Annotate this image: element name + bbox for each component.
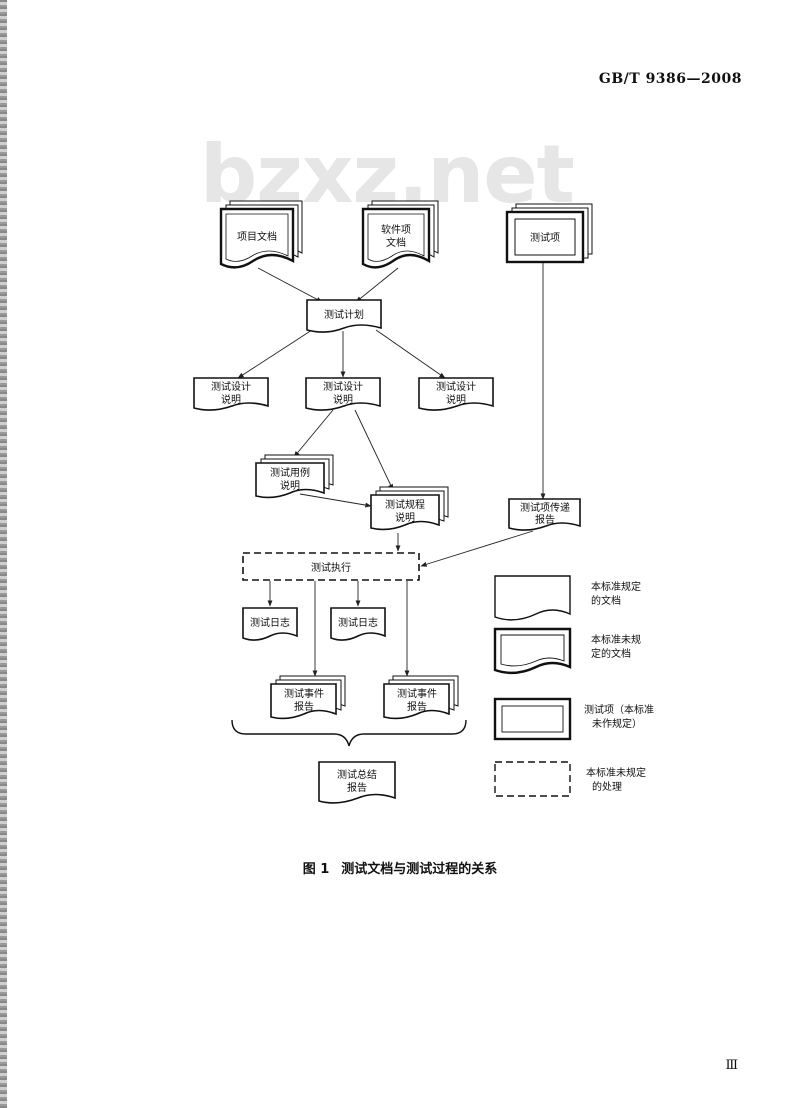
- arrow-softwaredoc-plan: [355, 267, 399, 303]
- legend-standard-doc: 本标准规定 的文档: [494, 575, 641, 621]
- node-incident-left: 测试事件 报告: [270, 675, 346, 720]
- scan-binding-edge: [0, 0, 7, 1108]
- grouping-brace: [231, 719, 467, 747]
- legend-nonstandard-process-1: 本标准未规定: [586, 766, 646, 779]
- label-incident-right-2: 报告: [407, 700, 427, 713]
- legend-standard-doc-1: 本标准规定: [591, 580, 641, 593]
- node-log-left: 测试日志: [242, 607, 298, 641]
- legend: 本标准规定 的文档 本标准未规 定的文档 测试项（本标准 未作规定） 本标准未规…: [493, 575, 654, 797]
- label-project-doc: 项目文档: [237, 230, 277, 243]
- node-incident-right: 测试事件 报告: [383, 675, 459, 720]
- label-design-mid-2: 说明: [333, 393, 353, 406]
- node-log-right: 测试日志: [330, 607, 386, 641]
- legend-test-item-2: 未作规定）: [592, 717, 642, 730]
- arrow-design-procedure: [354, 409, 394, 491]
- label-design-mid-1: 测试设计: [323, 380, 363, 393]
- label-test-plan: 测试计划: [324, 308, 364, 321]
- legend-test-item-1: 测试项（本标准: [584, 703, 654, 716]
- label-software-doc-1: 软件项: [381, 223, 411, 236]
- legend-test-item: 测试项（本标准 未作规定）: [493, 697, 654, 741]
- legend-nonstandard-doc: 本标准未规 定的文档: [493, 627, 641, 675]
- label-transmittal-2: 报告: [535, 513, 555, 526]
- label-design-left-1: 测试设计: [211, 380, 251, 393]
- figure-number: 图 1: [302, 862, 330, 877]
- legend-standard-doc-2: 的文档: [591, 594, 621, 607]
- label-incident-right-1: 测试事件: [397, 687, 437, 700]
- node-test-item: 测试项: [505, 203, 593, 264]
- label-log-left: 测试日志: [250, 616, 290, 629]
- legend-nonstandard-doc-2: 定的文档: [591, 647, 631, 660]
- label-design-right-2: 说明: [446, 393, 466, 406]
- connectors: [237, 260, 546, 677]
- node-design-left: 测试设计 说明: [193, 377, 269, 411]
- node-design-mid: 测试设计 说明: [305, 377, 381, 411]
- arrow-plan-design-right: [375, 329, 446, 379]
- node-project-doc: 项目文档: [219, 200, 303, 269]
- node-execution: 测试执行: [242, 552, 420, 581]
- arrow-design-case: [293, 409, 334, 458]
- arrow-plan-design-left: [237, 329, 313, 379]
- label-procedure-spec-1: 测试规程: [385, 498, 425, 511]
- label-transmittal-1: 测试项传递: [520, 501, 570, 514]
- label-execution: 测试执行: [311, 561, 351, 574]
- label-incident-left-2: 报告: [294, 700, 314, 713]
- label-procedure-spec-2: 说明: [395, 511, 415, 524]
- label-software-doc-2: 文档: [386, 236, 406, 249]
- label-case-spec-2: 说明: [280, 479, 300, 492]
- standard-code: GB/T 9386—2008: [598, 71, 742, 87]
- label-case-spec-1: 测试用例: [270, 466, 310, 479]
- label-summary-1: 测试总结: [337, 768, 377, 781]
- node-summary: 测试总结 报告: [318, 761, 396, 804]
- node-design-right: 测试设计 说明: [418, 377, 494, 411]
- node-test-plan: 测试计划: [306, 299, 382, 333]
- legend-nonstandard-process-2: 的处理: [592, 780, 622, 793]
- page-number: Ⅲ: [725, 1058, 738, 1073]
- figure-caption: 图 1 测试文档与测试过程的关系: [0, 858, 800, 877]
- label-incident-left-1: 测试事件: [284, 687, 324, 700]
- label-summary-2: 报告: [347, 781, 367, 794]
- node-procedure-spec: 测试规程 说明: [370, 486, 449, 531]
- label-test-item: 测试项: [530, 231, 560, 244]
- node-case-spec: 测试用例 说明: [255, 454, 334, 499]
- arrow-transmittal-execution: [420, 530, 534, 567]
- arrow-case-procedure: [299, 493, 372, 508]
- legend-nonstandard-doc-1: 本标准未规: [591, 633, 641, 646]
- label-design-right-1: 测试设计: [436, 380, 476, 393]
- label-log-right: 测试日志: [338, 616, 378, 629]
- arrow-projectdoc-plan: [257, 267, 323, 303]
- figure-title: 测试文档与测试过程的关系: [341, 862, 498, 877]
- node-software-doc: 软件项 文档: [361, 200, 439, 269]
- legend-nonstandard-process: 本标准未规定 的处理: [494, 761, 646, 797]
- node-transmittal: 测试项传递 报告: [508, 498, 581, 531]
- label-design-left-2: 说明: [221, 393, 241, 406]
